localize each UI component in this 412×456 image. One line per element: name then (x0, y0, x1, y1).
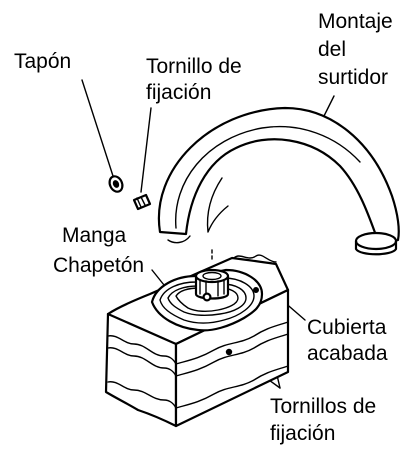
label-montaje-line3: surtidor (318, 66, 388, 89)
sleeve-top (194, 268, 230, 284)
label-tornillos-line1: Tornillos de (270, 395, 376, 418)
label-tornillo-line1: Tornillo de (146, 55, 242, 78)
plug (108, 175, 124, 193)
leader-tornillo (140, 107, 152, 193)
countertop-front-face (104, 312, 178, 428)
sleeve (194, 268, 230, 300)
label-montaje-line1: Montaje (318, 10, 393, 33)
set-screw-escutcheon (253, 287, 259, 293)
label-cubierta-line2: acabada (307, 342, 388, 365)
set-screw-countertop (225, 348, 233, 356)
label-cubierta-line1: Cubierta (307, 316, 387, 339)
label-tornillo-line2: fijación (146, 81, 211, 104)
label-tapon: Tapón (14, 50, 71, 73)
label-chapeton: Chapetón (53, 254, 144, 277)
sleeve-hole (202, 292, 212, 302)
spout-aerator (354, 231, 398, 251)
leader-tapon (81, 79, 114, 177)
label-montaje-line2: del (318, 38, 346, 61)
spout-aerator-ring (354, 239, 398, 256)
spout-side-face (206, 177, 229, 233)
spout-base-curve (167, 235, 191, 244)
label-tornillos-line2: fijación (270, 422, 335, 445)
set-screw (132, 193, 152, 211)
spout-body (157, 106, 400, 248)
label-manga: Manga (62, 224, 127, 247)
spout-assembly (157, 106, 400, 256)
spout-highlight (175, 125, 361, 229)
